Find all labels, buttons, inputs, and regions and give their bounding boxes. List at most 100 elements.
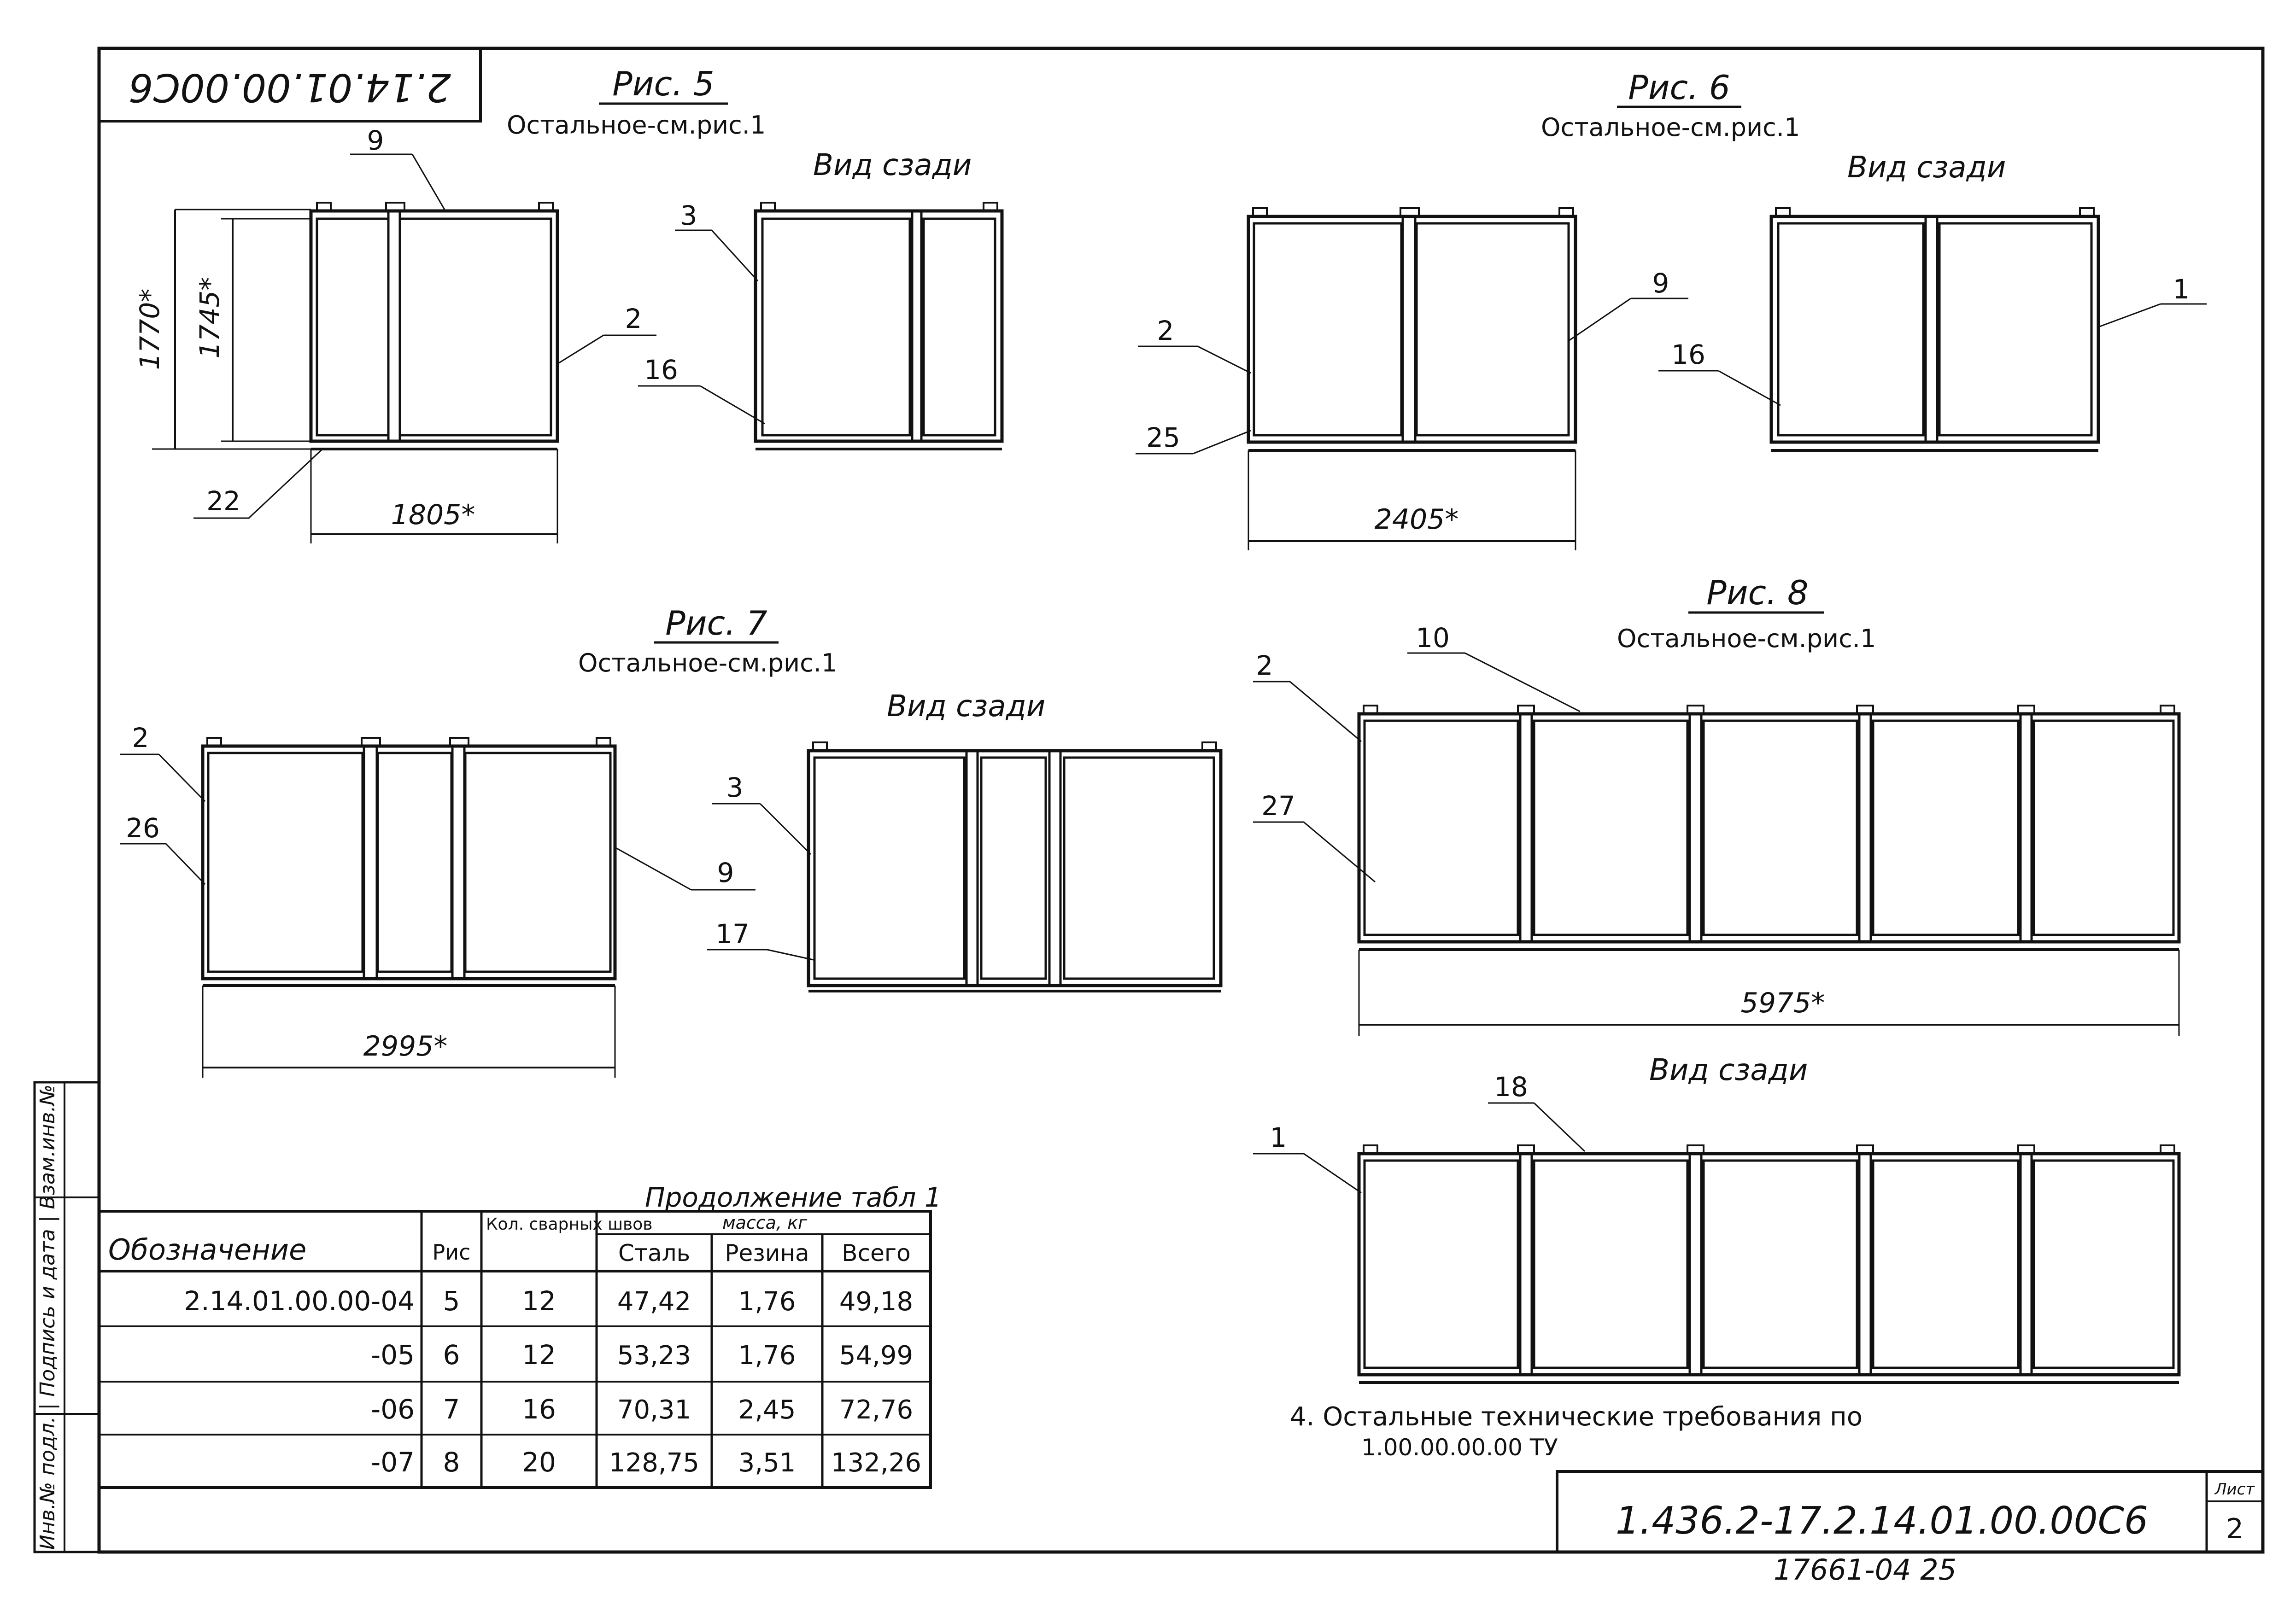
sheet-frame bbox=[97, 47, 2265, 1554]
fig6-front-view bbox=[1247, 207, 1577, 452]
fig6-title: Рис. 6 bbox=[1628, 68, 1730, 107]
fig8-rear-view bbox=[1357, 1144, 2181, 1384]
cell-total: 72,76 bbox=[839, 1395, 913, 1425]
fig8-dim-width: 5975* bbox=[1741, 987, 1825, 1019]
fig8-rear-label: Вид сзади bbox=[1649, 1053, 1808, 1087]
fig6-rear-view bbox=[1769, 207, 2100, 452]
fig8-note: Остальное-см.рис.1 bbox=[1617, 624, 1876, 653]
fig5-title: Рис. 5 bbox=[612, 64, 714, 103]
th-designation: Обозначение bbox=[108, 1233, 306, 1266]
cell-fig: 6 bbox=[443, 1339, 460, 1371]
note-4-line-2: 1.00.00.00.00 ТУ bbox=[1361, 1434, 1558, 1461]
doc-code: 1.436.2-17.2.14.01.00.00С6 bbox=[1616, 1499, 2148, 1543]
fig5-dim-height-2: 1745* bbox=[194, 277, 225, 359]
fig5-rear-view bbox=[754, 202, 1004, 450]
fig8-callout-1: 1 bbox=[1270, 1122, 1287, 1153]
th-fig: Рис bbox=[433, 1240, 471, 1265]
cell-welds: 20 bbox=[522, 1447, 556, 1478]
sheet-label: Лист bbox=[2214, 1480, 2255, 1499]
th-welds: Кол. сварных швов bbox=[486, 1215, 653, 1234]
fig7-callout-17: 17 bbox=[715, 918, 750, 950]
fig6-callout-1: 1 bbox=[2173, 274, 2190, 305]
fig5-front-view bbox=[309, 202, 559, 450]
fig5-callout-3: 3 bbox=[680, 200, 697, 231]
fig6-callout-9: 9 bbox=[1652, 268, 1669, 299]
th-total: Всего bbox=[842, 1240, 910, 1266]
cell-designation: -07 bbox=[371, 1447, 415, 1478]
fig7-callout-3: 3 bbox=[726, 772, 744, 803]
fig5-note: Остальное-см.рис.1 bbox=[507, 111, 766, 140]
cell-designation: -05 bbox=[371, 1339, 415, 1371]
cell-steel: 70,31 bbox=[617, 1395, 691, 1425]
table-row: -05 6 12 53,23 1,76 54,99 bbox=[371, 1339, 913, 1371]
fig5-callout-22: 22 bbox=[206, 485, 240, 517]
title-block: 1.436.2-17.2.14.01.00.00С6 Лист 2 bbox=[1556, 1470, 2264, 1553]
fig6-dim-width: 2405* bbox=[1375, 503, 1459, 536]
th-mass: масса, кг bbox=[722, 1213, 808, 1233]
cell-rubber: 3,51 bbox=[738, 1448, 796, 1478]
cell-total: 132,26 bbox=[831, 1448, 921, 1478]
fig7-callout-2: 2 bbox=[132, 722, 149, 753]
fig7-callout-26: 26 bbox=[126, 812, 160, 844]
table-row: -07 8 20 128,75 3,51 132,26 bbox=[371, 1447, 921, 1478]
fig6-rear-label: Вид сзади bbox=[1847, 151, 2006, 185]
fig7-note: Остальное-см.рис.1 bbox=[578, 648, 837, 677]
fig8-callout-2: 2 bbox=[1256, 650, 1273, 681]
cell-welds: 16 bbox=[522, 1394, 556, 1425]
th-welds-text: Кол. сварных швов bbox=[486, 1215, 653, 1234]
cell-rubber: 2,45 bbox=[738, 1395, 796, 1425]
figure-8: Рис. 8 Остальное-см.рис.1 bbox=[1253, 573, 2181, 1384]
cell-rubber: 1,76 bbox=[738, 1341, 796, 1371]
side-stamp: Инв.№ подл. | Подпись и дата | Взам.инв.… bbox=[33, 1081, 100, 1553]
cell-fig: 7 bbox=[443, 1394, 460, 1425]
header-stamp: 2.14.01.00.00С6 bbox=[98, 47, 482, 123]
sheet-number: 2 bbox=[2226, 1513, 2243, 1545]
cell-welds: 12 bbox=[522, 1285, 556, 1317]
figure-7: Рис. 7 Остальное-см.рис.1 Вид сзади 2995… bbox=[120, 604, 1223, 1078]
fig5-callout-9: 9 bbox=[367, 125, 384, 156]
fig8-title: Рис. 8 bbox=[1706, 573, 1808, 612]
fig6-callout-2: 2 bbox=[1157, 315, 1174, 346]
fig5-dim-width: 1805* bbox=[391, 499, 475, 531]
fig8-callout-10: 10 bbox=[1416, 622, 1450, 654]
side-stamp-text: Инв.№ подл. | Подпись и дата | Взам.инв.… bbox=[36, 1085, 59, 1550]
fig8-front-view bbox=[1357, 705, 2181, 951]
cell-designation: -06 bbox=[371, 1394, 415, 1425]
fig5-dim-height-1: 1770* bbox=[134, 289, 165, 370]
fig8-callout-27: 27 bbox=[1261, 790, 1295, 822]
figure-5: Рис. 5 Остальное-см.рис.1 Вид сзади 1770… bbox=[134, 64, 1004, 543]
fig7-rear-view bbox=[807, 741, 1223, 992]
figure-6: Рис. 6 Остальное-см.рис.1 Вид сзади 2405… bbox=[1136, 68, 2207, 550]
header-stamp-code: 2.14.01.00.00С6 bbox=[129, 65, 451, 110]
note-4-line-1: 4. Остальные технические требования по bbox=[1290, 1402, 1863, 1432]
cell-designation: 2.14.01.00.00-04 bbox=[184, 1285, 415, 1317]
cell-total: 54,99 bbox=[839, 1341, 913, 1371]
cell-fig: 8 bbox=[443, 1447, 460, 1478]
th-steel: Сталь bbox=[618, 1240, 690, 1266]
archive-code: 17661-04 25 bbox=[1774, 1553, 1956, 1587]
fig7-title: Рис. 7 bbox=[665, 604, 767, 642]
fig6-callout-16: 16 bbox=[1671, 339, 1705, 370]
table-caption: Продолжение табл 1 bbox=[645, 1182, 942, 1213]
fig7-rear-label: Вид сзади bbox=[887, 689, 1045, 724]
fig5-callout-2: 2 bbox=[625, 303, 642, 334]
fig6-note: Остальное-см.рис.1 bbox=[1541, 113, 1800, 142]
fig5-rear-label: Вид сзади bbox=[813, 148, 972, 182]
fig7-front-view bbox=[201, 737, 617, 987]
th-rubber: Резина bbox=[725, 1240, 809, 1266]
cell-fig: 5 bbox=[443, 1285, 460, 1317]
table-row: -06 7 16 70,31 2,45 72,76 bbox=[371, 1394, 913, 1425]
fig8-callout-18: 18 bbox=[1494, 1071, 1528, 1103]
fig6-callout-25: 25 bbox=[1146, 422, 1180, 453]
fig7-callout-9: 9 bbox=[717, 857, 734, 888]
fig7-dim-width: 2995* bbox=[363, 1030, 448, 1062]
cell-rubber: 1,76 bbox=[738, 1287, 796, 1317]
cell-total: 49,18 bbox=[839, 1287, 913, 1317]
data-table: Продолжение табл 1 Обозначение Рис Кол. … bbox=[98, 1182, 942, 1489]
cell-steel: 47,42 bbox=[617, 1287, 691, 1317]
cell-welds: 12 bbox=[522, 1339, 556, 1371]
fig5-callout-16: 16 bbox=[644, 354, 678, 385]
cell-steel: 128,75 bbox=[609, 1448, 699, 1478]
table-row: 2.14.01.00.00-04 5 12 47,42 1,76 49,18 bbox=[184, 1285, 913, 1317]
